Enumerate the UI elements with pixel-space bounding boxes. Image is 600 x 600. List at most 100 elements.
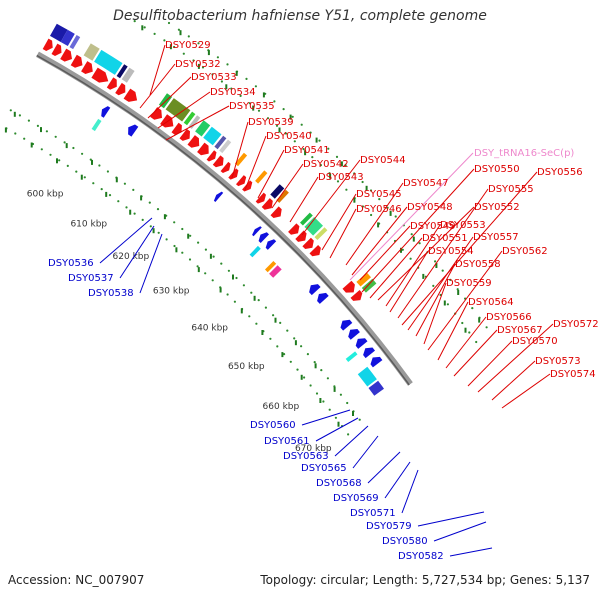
gc-tick — [207, 50, 210, 56]
gc-dot — [456, 288, 459, 291]
gc-dot — [149, 225, 152, 228]
gc-tick — [80, 174, 83, 180]
gc-dot — [211, 73, 214, 76]
leader-line-forward — [289, 176, 319, 223]
forward-gene-label: DSY0558 — [455, 259, 501, 270]
gc-tick — [274, 317, 277, 323]
gc-dot — [153, 32, 156, 36]
leader-line-forward — [397, 188, 489, 319]
gc-dot — [189, 234, 192, 237]
gc-dot — [471, 307, 474, 310]
gc-dot — [475, 340, 478, 344]
gc-dot — [204, 248, 207, 251]
leader-line-forward — [477, 323, 554, 393]
backbone-arc — [36, 51, 413, 386]
cog-block — [60, 29, 75, 46]
forward-gene-label: DSY0551 — [422, 233, 468, 244]
gc-dot — [181, 227, 184, 231]
gc-dot — [313, 361, 316, 364]
cog-block-reverse — [269, 265, 282, 278]
cog-block — [195, 120, 211, 137]
scale-tick-label: 600 kbp — [27, 190, 64, 200]
forward-gene-label: DSY0550 — [474, 164, 520, 175]
cog-block — [116, 64, 128, 79]
gc-tick — [40, 127, 42, 133]
gc-dot — [165, 238, 168, 241]
forward-gene-arrow — [197, 142, 209, 156]
gc-dot — [410, 233, 413, 236]
gc-dot — [197, 42, 200, 45]
forward-gene-label: DSY0539 — [248, 117, 294, 128]
reverse-gene-arrow — [213, 191, 224, 202]
gc-dot — [322, 400, 325, 403]
gc-tick — [300, 374, 303, 380]
gc-dot — [282, 108, 285, 111]
leader-line-forward — [321, 193, 357, 251]
scale-tick-label: 610 kbp — [70, 220, 107, 230]
gc-dot — [361, 205, 364, 208]
reverse-gene-label: DSY0560 — [250, 420, 296, 431]
forward-gene-arrow — [70, 54, 83, 68]
gc-dot — [269, 337, 272, 340]
gc-tick — [169, 44, 172, 50]
reverse-gene-label: DSY0580 — [382, 536, 428, 547]
gc-tick — [457, 290, 460, 295]
gc-dot — [386, 206, 389, 209]
gc-dot — [309, 384, 312, 387]
leader-line-reverse — [334, 425, 369, 457]
gc-dot — [441, 269, 444, 272]
gc-dot — [289, 360, 292, 363]
gc-dot — [257, 299, 260, 302]
forward-gene-arrow — [187, 135, 200, 148]
gc-dot — [100, 188, 103, 191]
gc-dot — [378, 198, 381, 201]
gc-dot — [177, 28, 180, 31]
gc-tick — [319, 398, 322, 403]
gc-dot — [328, 408, 331, 411]
gc-tick — [352, 411, 354, 416]
leader-line-forward — [149, 44, 166, 96]
cog-block — [219, 139, 232, 154]
gc-dot — [157, 231, 160, 234]
leader-line-forward — [407, 236, 474, 331]
gc-dot — [432, 284, 435, 287]
forward-gene-label: DSY0567 — [497, 325, 543, 336]
gc-dot — [273, 100, 276, 103]
cog-block — [183, 111, 196, 126]
gc-tick — [464, 327, 467, 333]
gc-tick — [422, 273, 425, 279]
reverse-gene-arrow — [265, 239, 277, 250]
gc-tick — [333, 386, 336, 392]
gc-dot — [235, 276, 238, 280]
gc-dot — [220, 80, 223, 83]
gc-dot — [255, 322, 258, 325]
cog-block — [255, 170, 268, 184]
gc-tick — [129, 209, 132, 215]
forward-gene-label: DSY0549 — [410, 221, 456, 232]
gc-dot — [212, 255, 215, 258]
gc-dot — [319, 164, 322, 167]
gc-tick — [400, 247, 402, 253]
reverse-gene-arrow — [309, 284, 321, 296]
gc-tick — [140, 195, 143, 201]
gc-dot — [394, 215, 397, 218]
cog-block — [165, 98, 191, 122]
gc-dot — [63, 141, 66, 144]
scale-tick-label: 620 kbp — [113, 252, 150, 262]
gc-dot — [72, 146, 75, 150]
reverse-gene-arrow — [317, 292, 329, 304]
gc-dot — [334, 416, 337, 419]
forward-gene-label: DSY0557 — [473, 232, 519, 243]
gc-dot — [125, 206, 128, 209]
gc-dot — [216, 56, 219, 59]
gc-dot — [156, 208, 160, 211]
gc-dot — [141, 218, 144, 221]
forward-gene-label: DSY0544 — [360, 155, 406, 166]
forward-gene-label: DSY0566 — [486, 312, 532, 323]
gc-dot — [220, 262, 223, 265]
gc-dot — [230, 87, 233, 90]
gc-dot — [346, 401, 349, 405]
leader-line-forward — [445, 316, 487, 369]
gc-dot — [461, 321, 464, 325]
gc-dot — [83, 176, 86, 179]
